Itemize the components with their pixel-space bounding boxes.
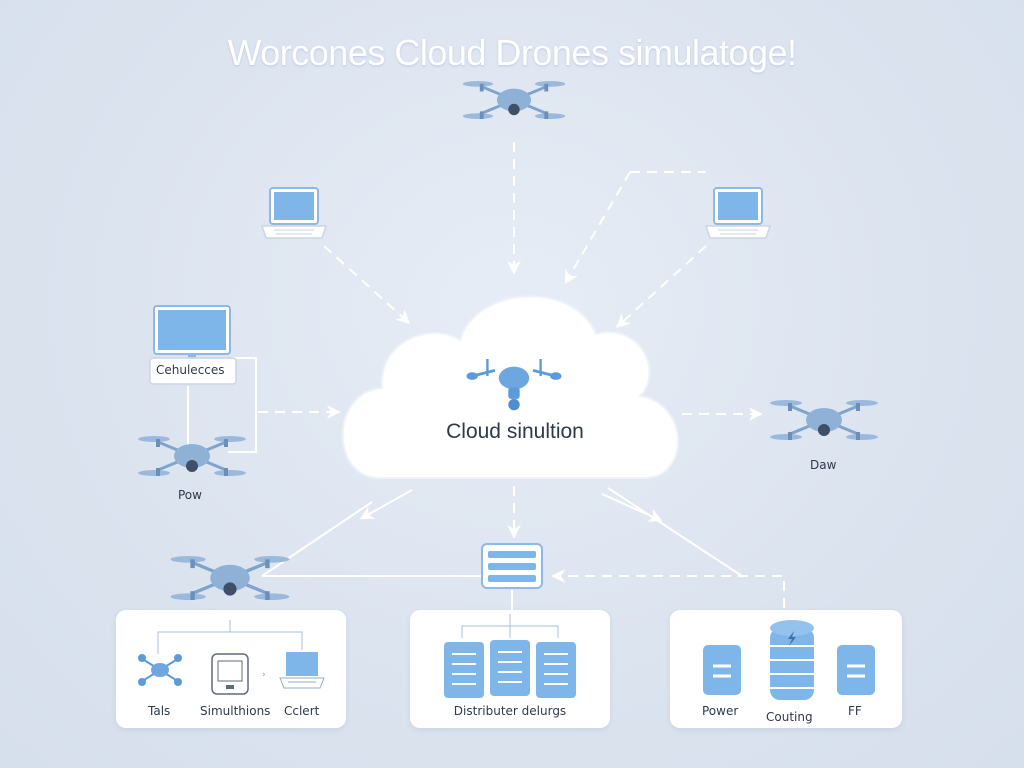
left-workstation-monitor-icon xyxy=(153,305,231,364)
connector-right-laptop xyxy=(615,245,707,328)
connector-left-laptop xyxy=(323,245,411,324)
server-icon xyxy=(443,641,485,699)
left-drone-icon xyxy=(136,434,248,478)
panel-left-graphics: › xyxy=(138,620,325,695)
server-icon xyxy=(489,639,531,697)
left-drone-label: Pow xyxy=(178,488,202,502)
cloud-label: Cloud sinultion xyxy=(446,420,584,443)
server-rack-icon xyxy=(481,543,543,589)
panel-left-item-label: Tals xyxy=(148,704,171,718)
database-icon xyxy=(770,620,814,700)
connector-lines xyxy=(258,142,785,608)
panel-left: › Tals Simulthions Cclert xyxy=(116,610,346,728)
panel-right-item-label: Power xyxy=(702,704,739,718)
panel-left-item-label: Simulthions xyxy=(200,704,271,718)
ff-server-icon xyxy=(835,643,877,697)
cloud-drone-icon xyxy=(466,358,562,411)
connector-right-top-down xyxy=(564,171,631,285)
left-workstation-label: Cehulecces xyxy=(156,363,225,377)
panel-right-item-label: Couting xyxy=(766,710,813,724)
right-drone-icon xyxy=(768,398,880,442)
laptop-left-icon xyxy=(261,187,327,239)
panel-center-label: Distributer delurgs xyxy=(453,704,567,718)
connector-arrows-solid xyxy=(359,489,663,522)
left-workstation-plate xyxy=(149,357,237,385)
panel-center: Distributer delurgs xyxy=(410,610,610,728)
connector-solid-lines xyxy=(187,357,743,612)
connector-right-panel xyxy=(551,569,785,608)
panel-center-graphics xyxy=(443,614,577,699)
panel-left-laptop-icon xyxy=(279,652,325,689)
panel-left-tablet-icon xyxy=(211,653,249,695)
laptop-right-icon xyxy=(705,187,771,239)
panel-right: Power Couting FF xyxy=(670,610,902,728)
panel-left-drone-icon xyxy=(138,654,182,686)
panel-left-item-label: Cclert xyxy=(284,704,320,718)
top-drone-icon xyxy=(461,79,567,121)
panel-right-graphics xyxy=(701,620,877,700)
power-server-icon xyxy=(701,643,743,697)
right-drone-label: Daw xyxy=(810,458,837,472)
diagram-title: Worcones Cloud Drones simulatoge! xyxy=(227,32,797,73)
panel-right-item-label: FF xyxy=(848,704,862,718)
svg-text:›: › xyxy=(262,670,266,680)
server-icon xyxy=(535,641,577,699)
bottom-left-drone-icon xyxy=(168,554,292,602)
